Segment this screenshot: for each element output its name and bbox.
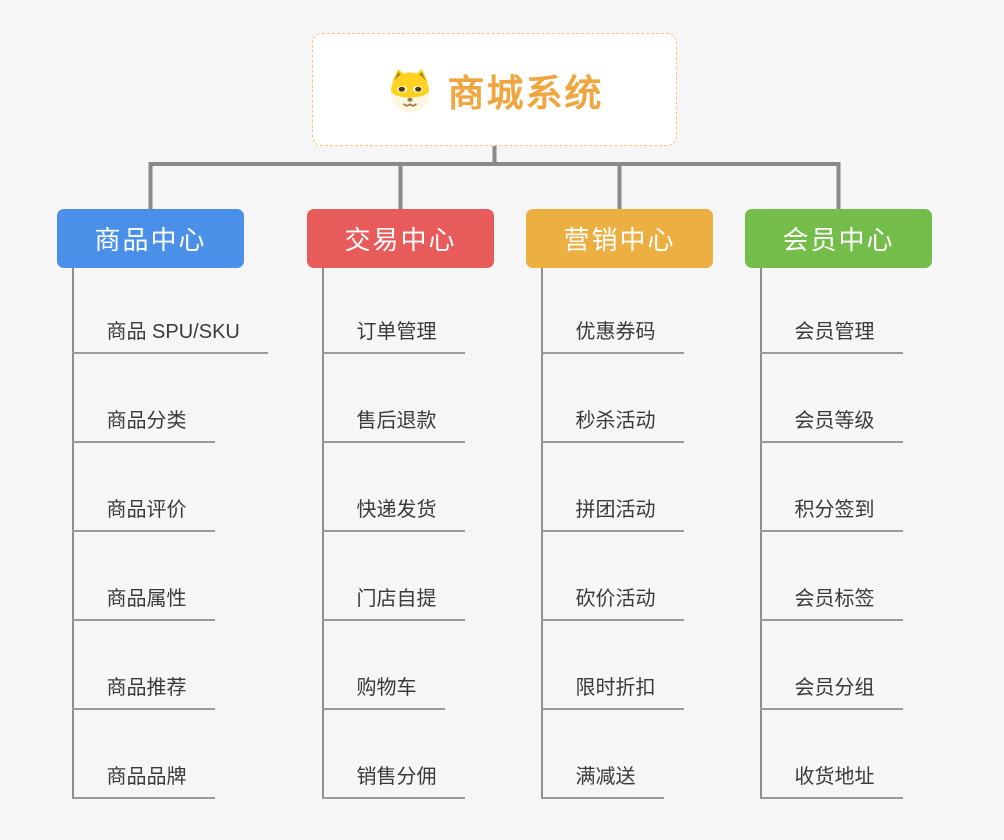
child-node[interactable]: 快递发货 bbox=[321, 492, 465, 532]
child-node[interactable]: 砍价活动 bbox=[540, 581, 684, 621]
child-node[interactable]: 拼团活动 bbox=[540, 492, 684, 532]
child-node[interactable]: 商品评价 bbox=[71, 492, 215, 532]
child-node[interactable]: 会员分组 bbox=[759, 670, 903, 710]
child-node[interactable]: 会员管理 bbox=[759, 314, 903, 354]
child-node[interactable]: 会员标签 bbox=[759, 581, 903, 621]
child-node[interactable]: 门店自提 bbox=[321, 581, 465, 621]
child-node[interactable]: 满减送 bbox=[540, 759, 664, 799]
branch-node-3[interactable]: 会员中心 bbox=[745, 209, 932, 268]
branch-trunk-line-1 bbox=[321, 268, 324, 799]
child-node[interactable]: 商品属性 bbox=[71, 581, 215, 621]
child-node[interactable]: 商品分类 bbox=[71, 403, 215, 443]
child-node[interactable]: 秒杀活动 bbox=[540, 403, 684, 443]
branch-trunk-line-3 bbox=[759, 268, 762, 799]
branch-node-1[interactable]: 交易中心 bbox=[307, 209, 494, 268]
root-title: 商城系统 bbox=[447, 72, 604, 114]
child-node[interactable]: 售后退款 bbox=[321, 403, 465, 443]
child-node[interactable]: 限时折扣 bbox=[540, 670, 684, 710]
child-node[interactable]: 优惠券码 bbox=[540, 314, 684, 354]
child-node[interactable]: 商品推荐 bbox=[71, 670, 215, 710]
branch-trunk-line-0 bbox=[71, 268, 74, 799]
child-node[interactable]: 收货地址 bbox=[759, 759, 903, 799]
child-node[interactable]: 商品 SPU/SKU bbox=[71, 314, 268, 354]
branch-trunk-line-2 bbox=[540, 268, 543, 799]
branch-node-0[interactable]: 商品中心 bbox=[57, 209, 244, 268]
dog-face-icon bbox=[390, 68, 429, 112]
child-node[interactable]: 积分签到 bbox=[759, 492, 903, 532]
child-node[interactable]: 商品品牌 bbox=[71, 759, 215, 799]
child-node[interactable]: 购物车 bbox=[321, 670, 445, 710]
child-node[interactable]: 销售分佣 bbox=[321, 759, 465, 799]
branch-node-2[interactable]: 营销中心 bbox=[526, 209, 713, 268]
child-node[interactable]: 订单管理 bbox=[321, 314, 465, 354]
child-node[interactable]: 会员等级 bbox=[759, 403, 903, 443]
root-node[interactable]: 商城系统 bbox=[312, 33, 677, 146]
